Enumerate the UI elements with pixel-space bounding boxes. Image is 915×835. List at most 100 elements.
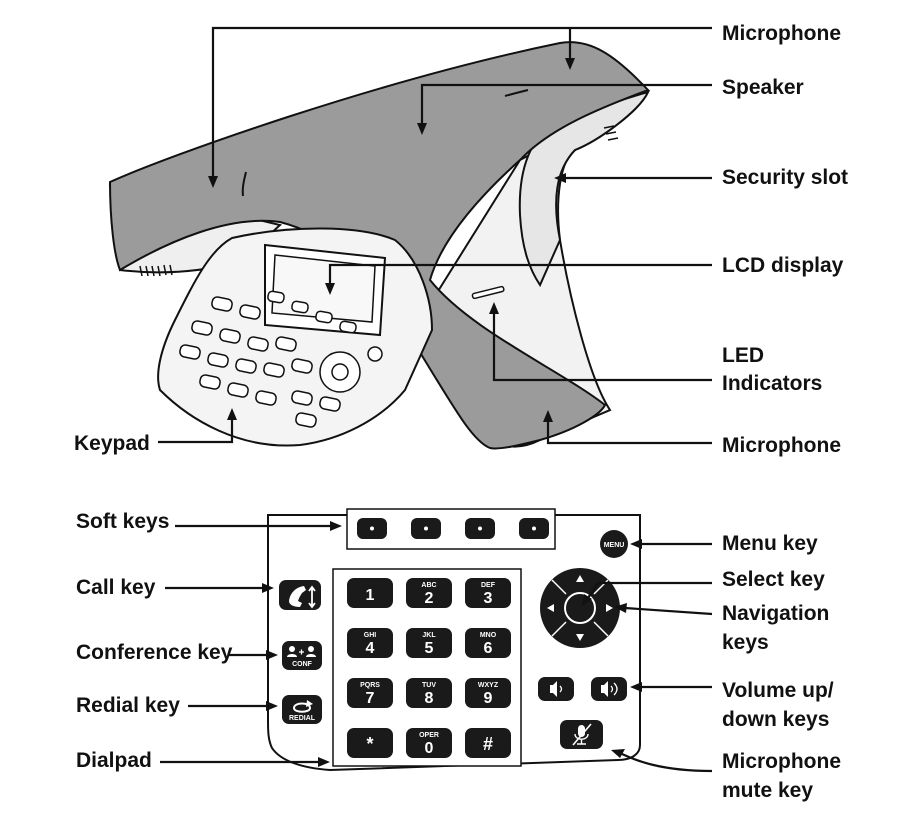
dialpad-key-0-letters: OPER <box>419 732 439 739</box>
dialpad-key-4-digit: 4 <box>366 640 375 657</box>
label-soft-keys: Soft keys <box>76 510 169 533</box>
console-keypad-keys <box>179 296 341 428</box>
label-redial-key: Redial key <box>76 694 180 717</box>
callout-lcd <box>328 263 712 285</box>
callout-led <box>492 312 712 382</box>
dialpad-key-star-digit: * <box>366 734 373 754</box>
dialpad-key-6[interactable] <box>465 628 511 658</box>
nav-divider-lines <box>551 579 609 637</box>
dialpad-key-1-digit: 1 <box>366 587 375 604</box>
dialpad-key-0[interactable] <box>406 728 452 758</box>
dialpad-key-9[interactable] <box>465 678 511 708</box>
arrow-navigation-keys <box>614 603 627 613</box>
redial-icon <box>293 702 312 713</box>
redial-arrow-icon <box>306 700 313 707</box>
arrow-speaker <box>417 123 427 135</box>
console-nav-center <box>331 363 349 381</box>
dialpad-key-8[interactable] <box>406 678 452 708</box>
select-key[interactable] <box>564 592 596 624</box>
led-indicator-bar <box>471 285 505 300</box>
dialpad-key-3[interactable] <box>465 578 511 608</box>
dialpad-key-hash-digit: # <box>483 734 493 754</box>
arrow-call-key <box>262 583 274 593</box>
callout-microphone-bottom <box>546 420 712 445</box>
volume-down-icon <box>550 681 557 697</box>
keypad-closeup: MENU CONF REDIAL 1ABC2DEF3GHI4JKL5MNO6PQ… <box>267 508 641 772</box>
arrow-microphone-bottom <box>543 410 553 422</box>
dialpad-key-3-letters: DEF <box>481 582 496 589</box>
dialpad-key-9-letters: WXYZ <box>478 682 499 689</box>
redial-key-label: REDIAL <box>289 715 316 722</box>
dialpad-key-star[interactable] <box>347 728 393 758</box>
dialpad-key-7[interactable] <box>347 678 393 708</box>
nav-right-icon <box>606 604 613 612</box>
dialpad-key-2-digit: 2 <box>425 590 434 607</box>
arrow-redial-key <box>266 701 278 711</box>
label-navigation-line1: Navigation <box>722 602 829 625</box>
label-select-key: Select key <box>722 568 825 591</box>
dialpad-key-5-digit: 5 <box>425 640 434 657</box>
arrow-microphone-top <box>565 58 575 70</box>
volume-up-key[interactable] <box>591 677 627 701</box>
dialpad-key-9-digit: 9 <box>484 690 493 707</box>
arrow-menu-key <box>630 539 642 549</box>
phone-illustration <box>108 41 651 450</box>
arrow-conference-key <box>266 650 278 660</box>
dialpad-key-6-letters: MNO <box>480 632 497 639</box>
label-led-line1: LED <box>722 344 764 367</box>
dialpad-key-8-digit: 8 <box>425 690 434 707</box>
dialpad-key-2[interactable] <box>406 578 452 608</box>
callout-select-key <box>587 581 712 599</box>
label-conference-key: Conference key <box>76 641 233 664</box>
nav-down-icon <box>576 634 584 641</box>
arrow-keypad <box>227 408 237 420</box>
dialpad-key-7-digit: 7 <box>366 690 375 707</box>
call-arrows-icon <box>308 585 316 609</box>
label-keypad: Keypad <box>74 432 150 455</box>
label-mute-line1: Microphone <box>722 750 841 773</box>
soft-key-2-dot <box>424 526 428 531</box>
callout-keypad <box>158 418 234 444</box>
callout-navigation-keys <box>624 606 713 616</box>
label-security-slot: Security slot <box>722 166 848 189</box>
label-call-key: Call key <box>76 576 156 599</box>
surface-slit-left <box>241 171 247 197</box>
redial-key[interactable] <box>282 695 322 724</box>
arrow-led <box>489 302 499 314</box>
dialpad-key-5-letters: JKL <box>422 632 436 639</box>
callout-mute-key <box>621 753 713 773</box>
label-volume-line2: down keys <box>722 708 829 731</box>
nav-left-icon <box>547 604 554 612</box>
handset-icon <box>289 586 306 607</box>
dialpad-key-4-letters: GHI <box>364 632 377 639</box>
arrow-select-key <box>582 594 592 606</box>
dialpad-key-hash[interactable] <box>465 728 511 758</box>
menu-key-label: MENU <box>604 542 625 549</box>
dialpad-key-4[interactable] <box>347 628 393 658</box>
dialpad-key-8-letters: TUV <box>422 682 436 689</box>
surface-slit-top <box>504 89 529 97</box>
conference-people-icon <box>287 646 316 657</box>
label-microphone-top: Microphone <box>722 22 841 45</box>
arrow-security-slot <box>554 173 566 183</box>
console-soft-keys <box>267 290 357 334</box>
soft-key-1-dot <box>370 526 374 531</box>
dialpad-key-5[interactable] <box>406 628 452 658</box>
arrow-volume-keys <box>630 682 642 692</box>
dialpad-key-7-letters: PQRS <box>360 682 380 689</box>
dialpad-key-1[interactable] <box>347 578 393 608</box>
dialpad-key-2-letters: ABC <box>421 582 436 589</box>
arrow-dialpad <box>318 757 330 767</box>
nav-up-icon <box>576 575 584 582</box>
label-lcd-display: LCD display <box>722 254 844 277</box>
top-callouts <box>158 26 712 445</box>
soft-key-3-dot <box>478 526 482 531</box>
dialpad-key-6-digit: 6 <box>484 640 493 657</box>
label-led-line2: Indicators <box>722 372 822 395</box>
conference-key-label: CONF <box>292 661 313 668</box>
arrow-lcd <box>325 283 335 295</box>
menu-key[interactable] <box>600 530 628 558</box>
dialpad-key-0-digit: 0 <box>425 740 434 757</box>
soft-keys <box>357 518 549 539</box>
